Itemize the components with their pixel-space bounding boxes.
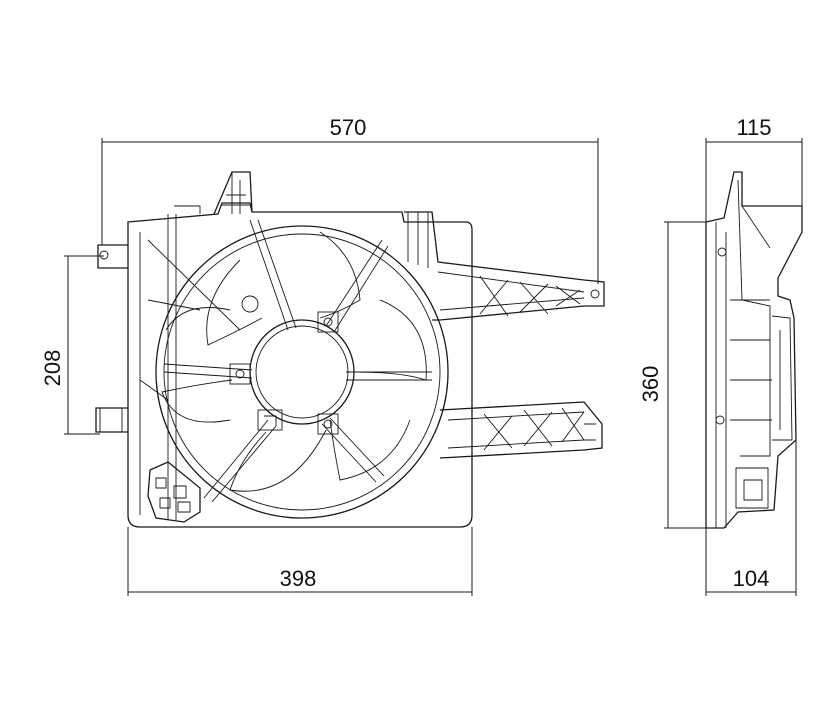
right-upper-hole: [590, 289, 600, 299]
shroud-plate: [127, 202, 473, 528]
left-upper-hole: [99, 250, 109, 260]
dimension-104: 104: [705, 440, 797, 596]
fan-hub: [249, 319, 355, 425]
top-mount-tab: [213, 171, 253, 215]
dim-label-360: 360: [638, 366, 663, 403]
front-view: 570 398 208: [40, 115, 605, 596]
dim-label-208: 208: [40, 350, 65, 387]
hub-bolts: [229, 295, 339, 435]
dim-label-570: 570: [330, 115, 367, 140]
left-lower-tab: [95, 407, 128, 433]
connector: [147, 461, 201, 523]
dim-label-115: 115: [736, 115, 771, 140]
dim-label-104: 104: [733, 566, 770, 591]
dimension-115: 115: [705, 115, 803, 222]
dimension-208: 208: [40, 255, 104, 435]
side-view: 115 104 360: [638, 115, 803, 596]
side-profile: [705, 171, 803, 529]
dimension-570: 570: [101, 115, 599, 284]
lower-right-arm: [439, 401, 603, 459]
dim-label-398: 398: [280, 566, 317, 591]
fan-spokes: [163, 219, 432, 503]
fan-ring-outer: [155, 225, 449, 519]
upper-right-arm: [404, 211, 605, 321]
dimension-398: 398: [127, 527, 473, 596]
dimension-360: 360: [638, 221, 706, 529]
fan-blades: [161, 231, 427, 492]
